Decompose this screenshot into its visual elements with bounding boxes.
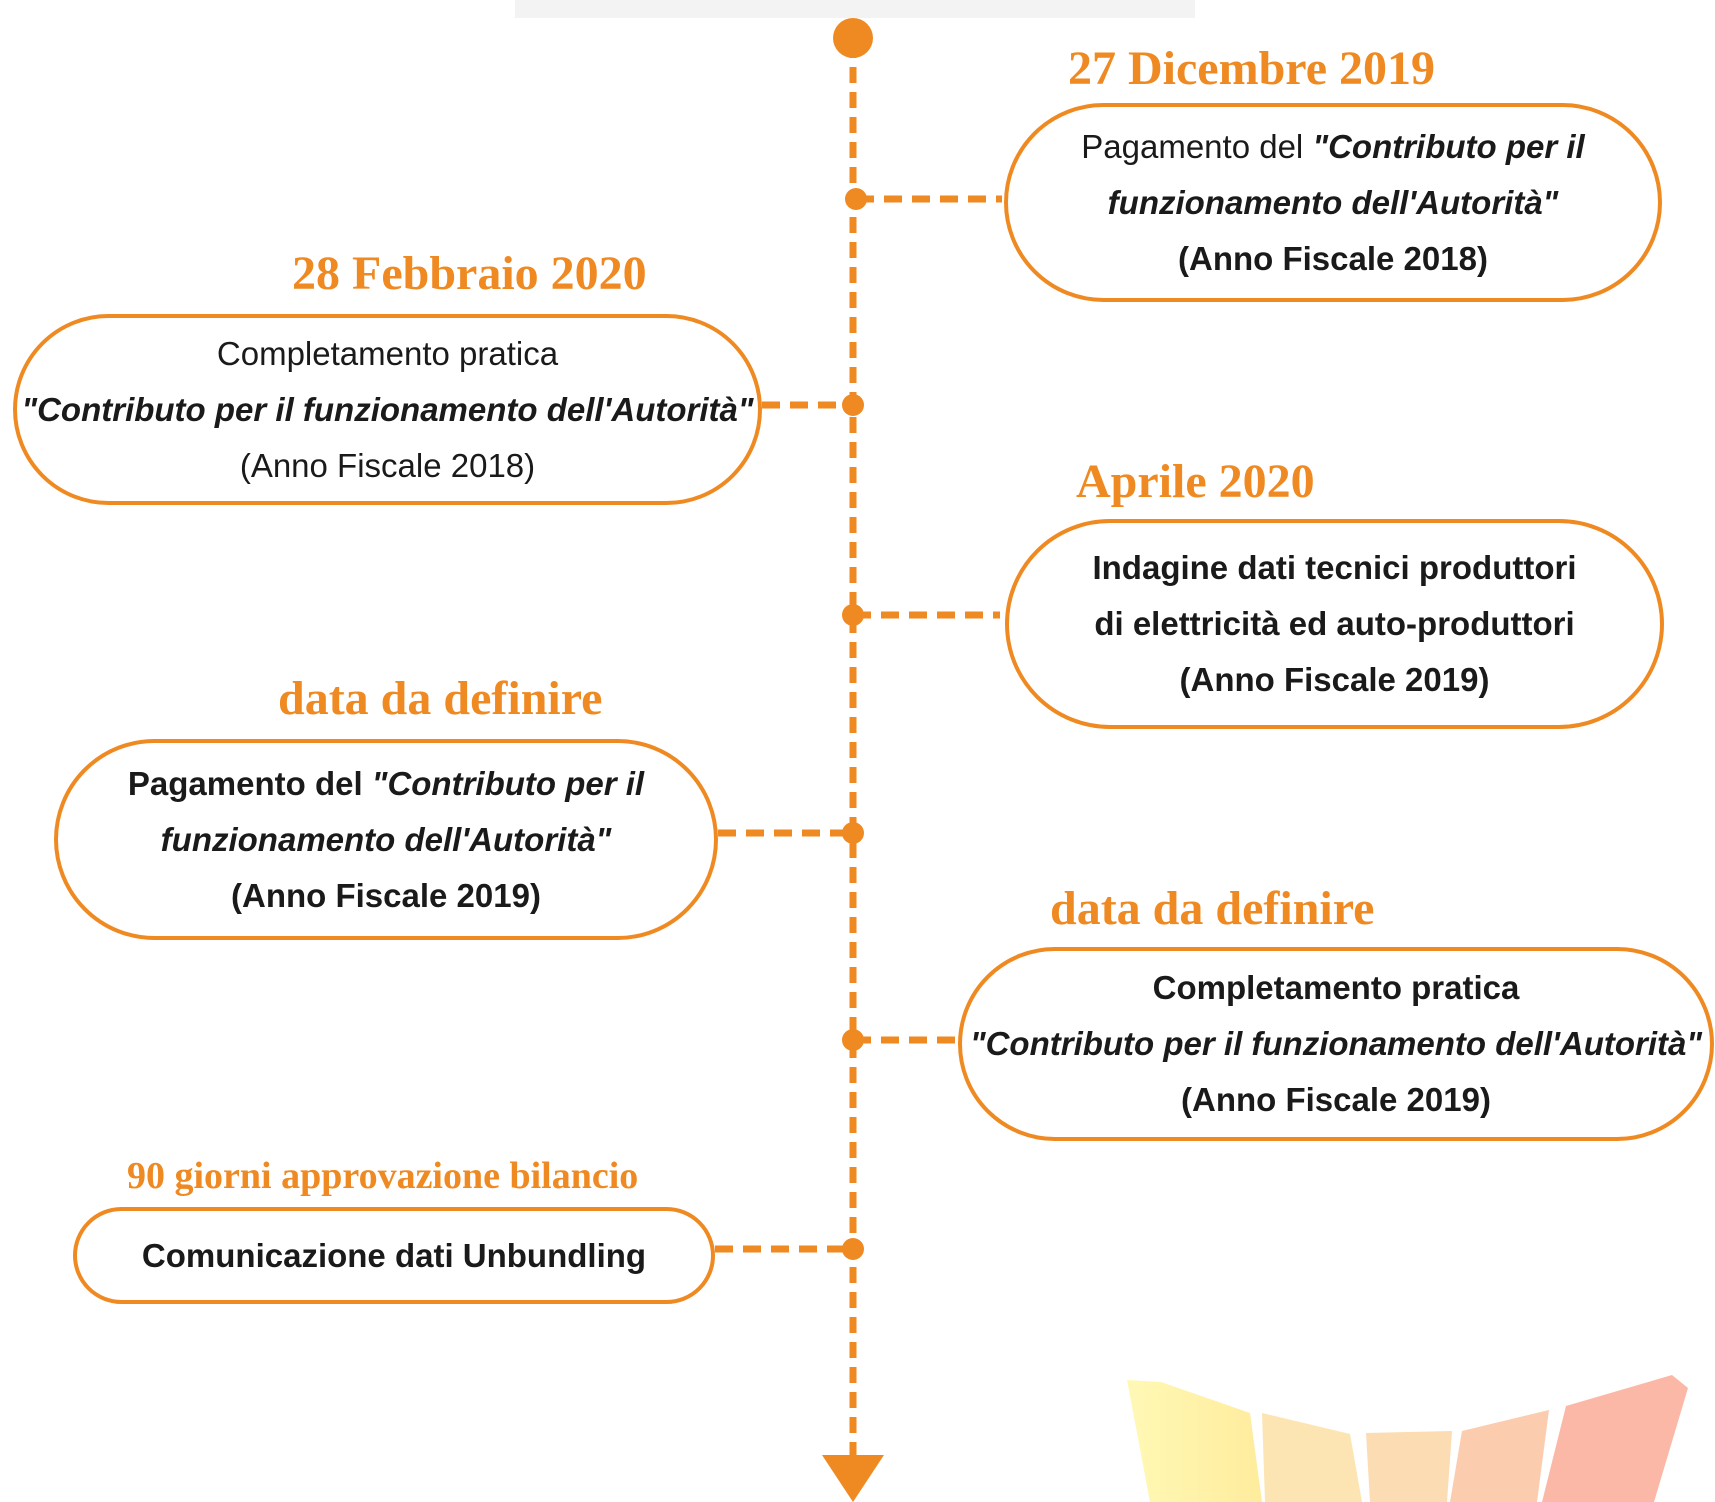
logo-segment-yellow xyxy=(1127,1380,1262,1502)
top-banner-strip xyxy=(515,0,1195,18)
event-card-italic-text: "Contributo per il xyxy=(371,764,645,802)
timeline-start-marker xyxy=(833,18,873,58)
event-card: Comunicazione dati Unbundling xyxy=(73,1207,715,1304)
timeline-node-6 xyxy=(842,1238,864,1260)
event-date: Aprile 2020 xyxy=(1076,455,1315,508)
event-card: Pagamento del "Contributo per il funzion… xyxy=(1004,103,1662,302)
event-date: 28 Febbraio 2020 xyxy=(292,247,647,300)
event-card-fiscal-year: (Anno Fiscale 2018) xyxy=(1178,239,1488,277)
event-card-fiscal-year: (Anno Fiscale 2018) xyxy=(239,446,536,484)
event-card: Indagine dati tecnici produttori di elet… xyxy=(1005,519,1664,729)
event-card-text: Completamento pratica xyxy=(216,334,559,372)
event-date: 27 Dicembre 2019 xyxy=(1068,42,1436,95)
event-card: Pagamento del "Contributo per il funzion… xyxy=(54,739,718,940)
event-card-fiscal-year: (Anno Fiscale 2019) xyxy=(1179,661,1490,698)
event-card-line: Pagamento del "Contributo per il xyxy=(128,756,644,812)
event-date: data da definire xyxy=(278,672,603,725)
event-card-text: Pagamento del xyxy=(1081,127,1313,165)
event-card-italic-text: "Contributo per il xyxy=(1312,127,1585,165)
event-card-text: di elettricità ed auto-produttori xyxy=(1094,605,1575,642)
event-card-text: Indagine dati tecnici produttori xyxy=(1092,549,1577,586)
event-card: Completamento pratica "Contributo per il… xyxy=(13,314,762,505)
event-date: data da definire xyxy=(1050,882,1375,935)
logo-segment-peach xyxy=(1366,1431,1452,1502)
event-card-italic-text: "Contributo per il funzionamento dell'Au… xyxy=(969,1025,1703,1062)
event-card-fiscal-year: (Anno Fiscale 2019) xyxy=(231,876,541,914)
event-card-text: Completamento pratica xyxy=(1152,969,1520,1006)
event-card-fiscal-year: (Anno Fiscale 2019) xyxy=(1181,1081,1491,1118)
event-card-italic-text: funzionamento dell'Autorità" xyxy=(1107,183,1559,221)
event-card-italic-text: funzionamento dell'Autorità" xyxy=(160,820,612,858)
logo-segment-coral xyxy=(1542,1375,1688,1502)
event-card-text: Comunicazione dati Unbundling xyxy=(141,1236,647,1274)
event-date: 90 giorni approvazione bilancio xyxy=(127,1155,639,1197)
event-card: Completamento pratica "Contributo per il… xyxy=(958,947,1714,1141)
timeline-node-4 xyxy=(842,822,864,844)
event-card-line: Pagamento del "Contributo per il xyxy=(1081,119,1584,175)
logo-segment-light-orange xyxy=(1262,1413,1362,1502)
event-card-italic-text: "Contributo per il funzionamento dell'Au… xyxy=(21,390,754,428)
timeline-arrowhead xyxy=(822,1455,884,1502)
event-card-text: Pagamento del xyxy=(127,764,372,802)
logo-segment-salmon xyxy=(1450,1410,1549,1502)
